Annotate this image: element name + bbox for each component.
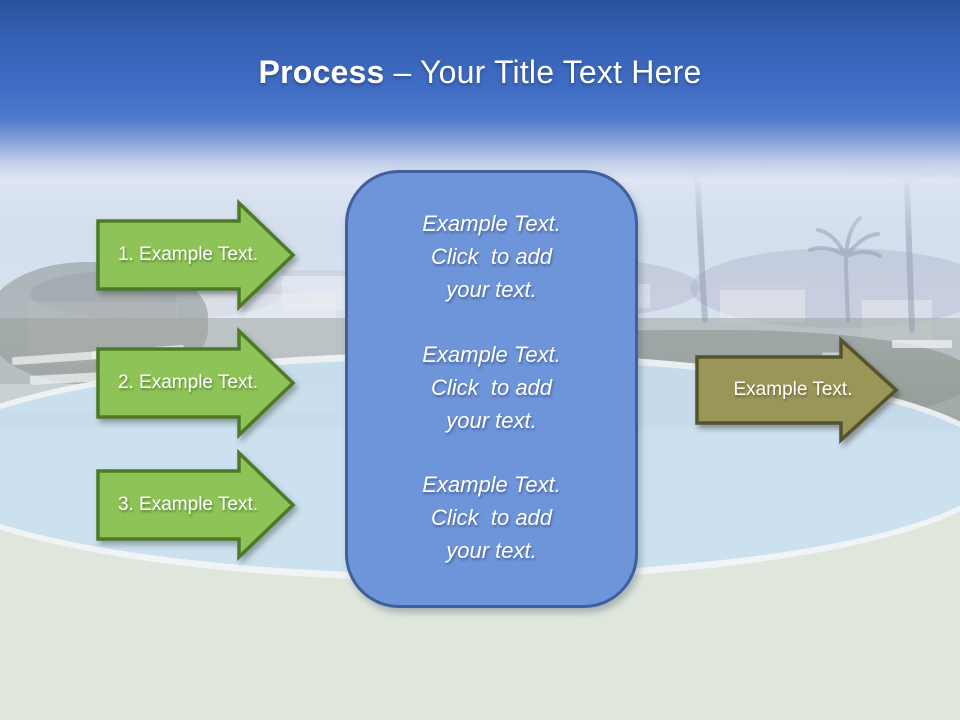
sun-lounger bbox=[892, 340, 952, 348]
title-rest-segment: – Your Title Text Here bbox=[393, 54, 702, 90]
result-arrow[interactable]: Example Text. bbox=[694, 336, 900, 444]
olive-arrow-icon bbox=[695, 336, 899, 444]
process-step-arrow-2[interactable]: 2. Example Text. bbox=[95, 327, 297, 439]
step-arrow-label: 3. Example Text. bbox=[117, 494, 259, 515]
process-step-arrow-1[interactable]: 1. Example Text. bbox=[95, 199, 297, 311]
step-arrow-label: 1. Example Text. bbox=[117, 244, 259, 265]
center-text-block-2[interactable]: Example Text. Click to add your text. bbox=[422, 341, 561, 433]
center-text-box[interactable]: Example Text. Click to add your text. Ex… bbox=[345, 170, 638, 608]
green-arrow-icon bbox=[96, 327, 296, 439]
green-arrow-icon bbox=[96, 449, 296, 561]
process-step-arrow-3[interactable]: 3. Example Text. bbox=[95, 449, 297, 561]
title-bold-segment: Process bbox=[258, 54, 385, 90]
center-text-block-3[interactable]: Example Text. Click to add your text. bbox=[422, 472, 561, 563]
step-arrow-label: 2. Example Text. bbox=[117, 372, 259, 393]
center-text-block-1[interactable]: Example Text. Click to add your text. bbox=[422, 211, 561, 302]
green-arrow-icon bbox=[96, 199, 296, 311]
result-arrow-label: Example Text. bbox=[733, 379, 853, 400]
page-title[interactable]: Process– Your Title Text Here bbox=[0, 54, 960, 91]
building-shape bbox=[720, 284, 805, 322]
